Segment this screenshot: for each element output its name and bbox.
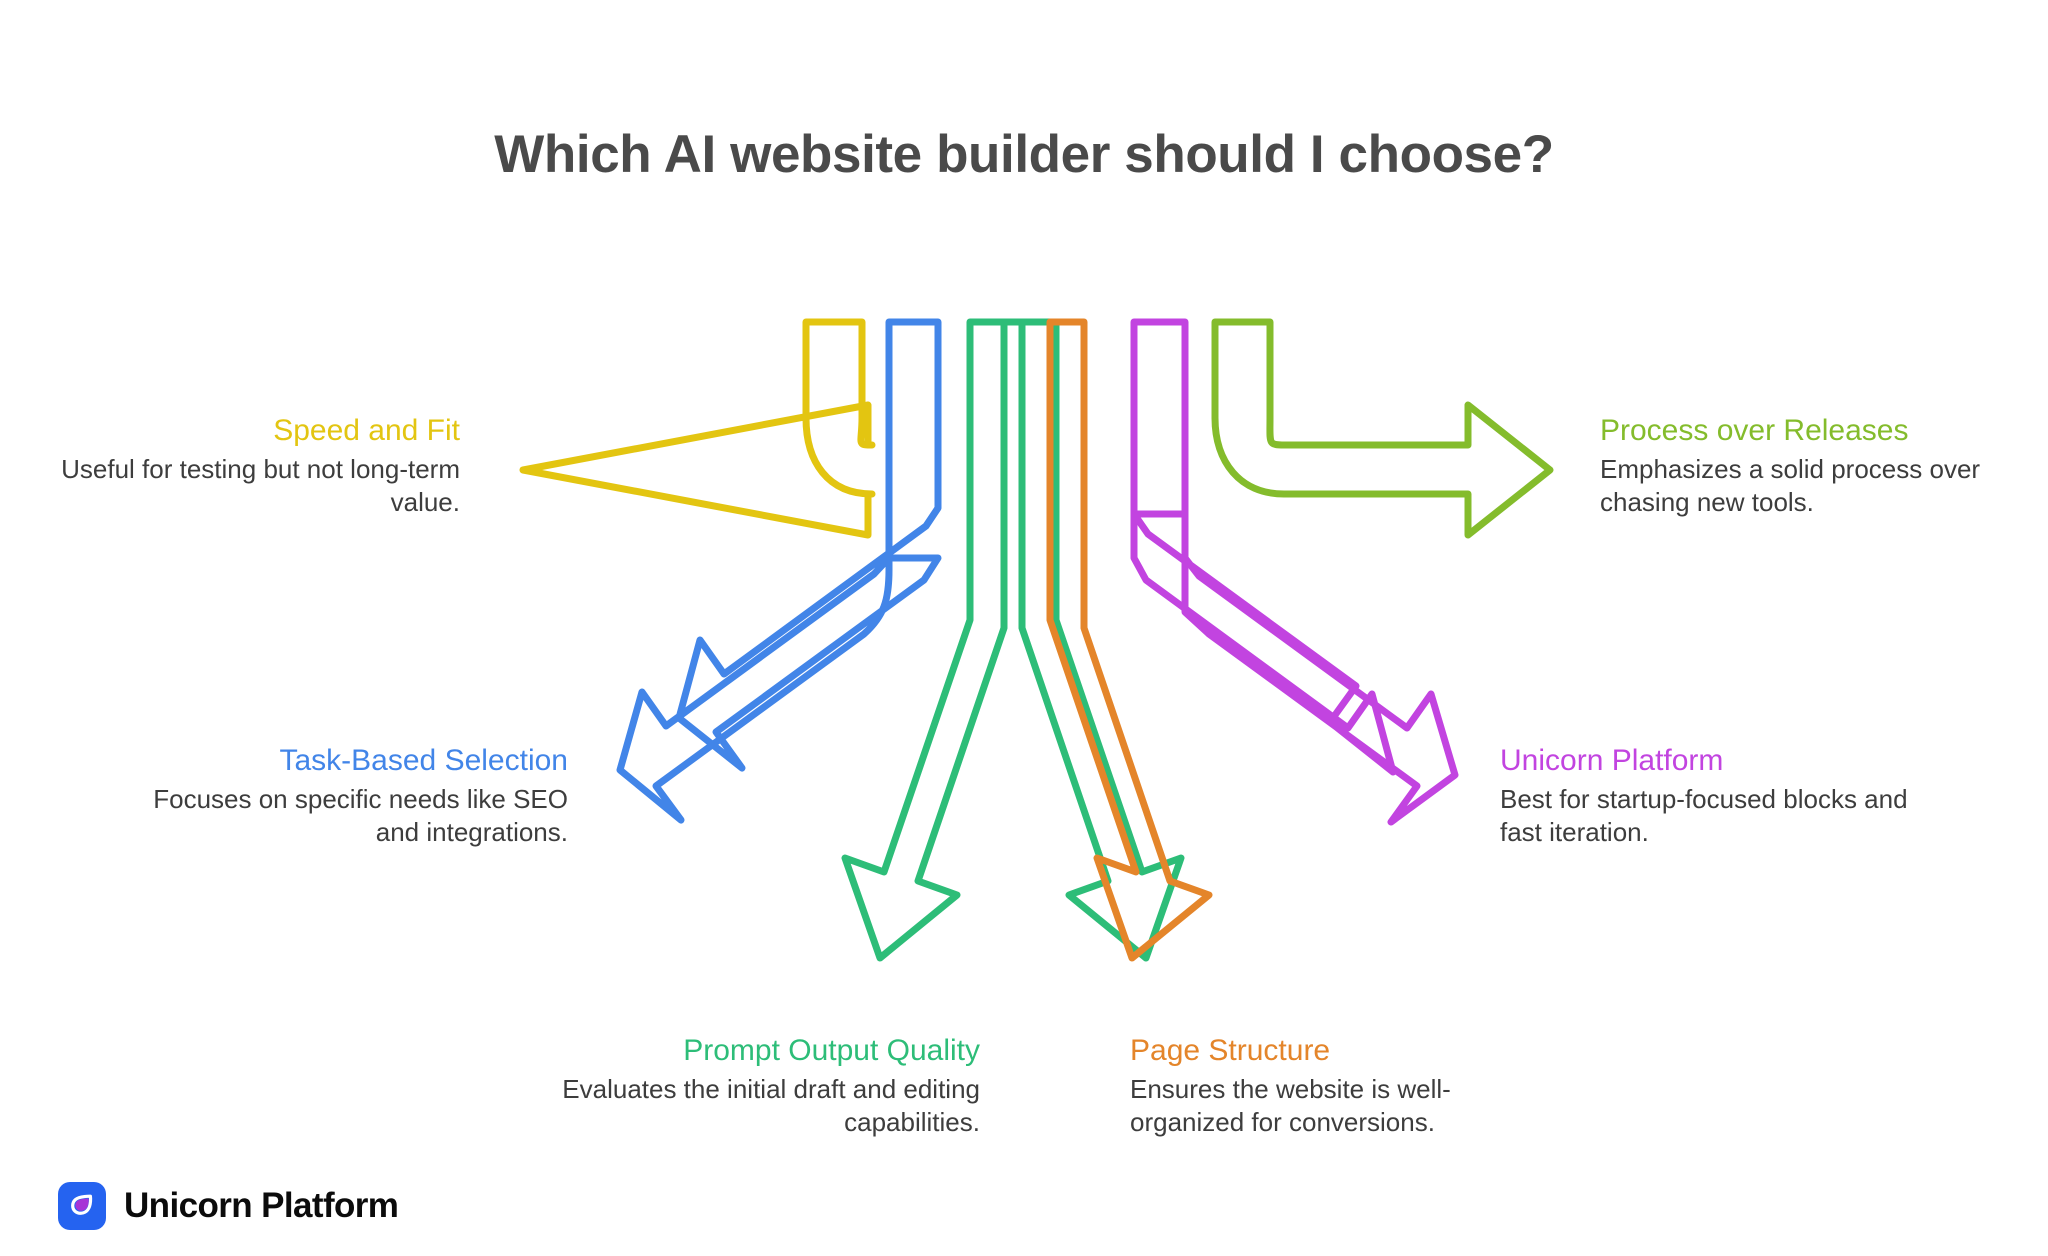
branch-label-structure: Page Structure Ensures the website is we…: [1130, 1032, 1550, 1140]
branch-title-unicorn: Unicorn Platform: [1500, 744, 1724, 777]
arrow-structure: [1046, 318, 1213, 962]
arrow-prompt: [841, 318, 1185, 962]
branch-title-speed: Speed and Fit: [273, 414, 460, 447]
branch-title-structure: Page Structure: [1130, 1034, 1331, 1067]
branch-label-prompt: Prompt Output Quality Evaluates the init…: [540, 1032, 980, 1140]
branch-desc-unicorn: Best for startup-focused blocks and fast…: [1500, 784, 1908, 848]
arrow-process: [1211, 318, 1554, 539]
branch-desc-structure: Ensures the website is well-organized fo…: [1130, 1074, 1451, 1138]
arrow-task: [616, 318, 942, 824]
arrow-unicorn: [1130, 318, 1459, 826]
branch-label-process: Process over Releases Emphasizes a solid…: [1600, 412, 2030, 520]
branch-desc-speed: Useful for testing but not long-term val…: [61, 454, 460, 518]
branch-label-unicorn: Unicorn Platform Best for startup-focuse…: [1500, 742, 1920, 850]
brand-name: Unicorn Platform: [124, 1186, 399, 1225]
branch-desc-prompt: Evaluates the initial draft and editing …: [562, 1074, 980, 1138]
unicorn-droplet-icon: [58, 1182, 106, 1230]
page-title: Which AI website builder should I choose…: [494, 125, 1554, 184]
branch-title-task: Task-Based Selection: [279, 744, 569, 777]
branch-desc-process: Emphasizes a solid process over chasing …: [1600, 454, 1981, 518]
branch-label-task: Task-Based Selection Focuses on specific…: [150, 742, 568, 850]
branch-desc-task: Focuses on specific needs like SEO and i…: [153, 784, 568, 848]
arrow-speed: [519, 318, 876, 539]
brand-footer: Unicorn Platform: [58, 1182, 399, 1230]
branch-title-prompt: Prompt Output Quality: [683, 1034, 980, 1067]
branch-title-process: Process over Releases: [1600, 414, 1909, 447]
branch-label-speed: Speed and Fit Useful for testing but not…: [40, 412, 460, 520]
